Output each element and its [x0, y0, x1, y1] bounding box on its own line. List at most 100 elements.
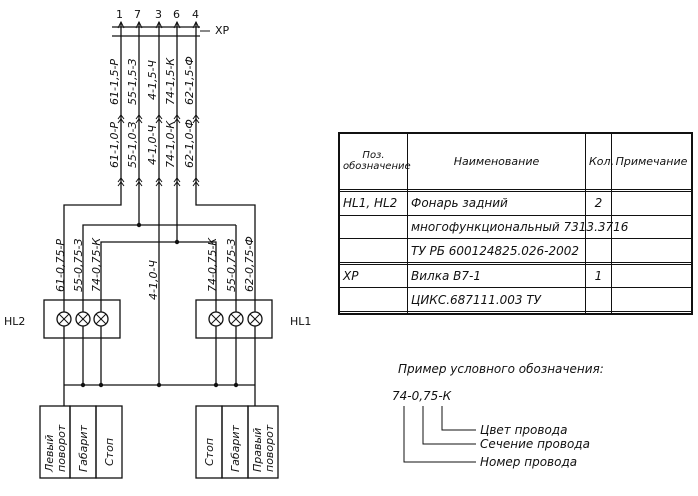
table-row: ТУ РБ 600124825.026-2002	[339, 238, 692, 264]
table-header-row: Поз. обозначение Наименование Кол. Приме…	[339, 132, 692, 191]
connector-pin-numbers: 1 7 3 6 4	[116, 8, 199, 21]
ground-junctions	[80, 382, 239, 388]
plug-chevron	[155, 118, 163, 124]
function-label: Стоп	[103, 438, 116, 466]
wire-label: 4-1,5-Ч	[146, 60, 159, 100]
legend-wire-number: Номер провода	[480, 455, 578, 469]
plug-chevron	[135, 181, 143, 187]
lamp-cross	[230, 313, 242, 325]
cell-qty	[585, 214, 612, 240]
wire-labels-mid: 61-1,0-Р 55-1,0-З 4-1,0-Ч 74-1,0-К 62-1,…	[108, 119, 196, 168]
header-name: Наименование	[407, 132, 586, 191]
connector-wires	[117, 20, 200, 188]
wire-label: 74-0,75-К	[90, 237, 103, 292]
plug-chevron	[155, 181, 163, 187]
function-label: Правыйповорот	[251, 424, 276, 472]
wire-label: 55-0,75-З	[72, 239, 85, 292]
cell-name: ТУ РБ 600124825.026-2002	[407, 238, 586, 264]
wire-label: 62-1,5-Ф	[183, 56, 196, 105]
wire-label: 4-1,0-Ч	[146, 125, 159, 165]
function-boxes-right: Стоп Габарит Правыйповорот	[195, 405, 279, 479]
wire-label: 74-0,75-К	[206, 237, 219, 292]
wire-74	[100, 188, 178, 300]
header-pos: Поз. обозначение	[339, 132, 411, 191]
pin-number: 6	[173, 8, 180, 21]
legend-color: Цвет провода	[480, 423, 568, 437]
plug-chevron	[135, 177, 143, 183]
plug-chevron	[192, 118, 200, 124]
cell-name: Вилка В7-1	[407, 263, 586, 289]
cell-pos	[339, 214, 408, 240]
arrow-head	[155, 20, 163, 29]
wire-labels-top: 61-1,5-Р 55-1,5-З 4-1,5-Ч 74-1,5-К 62-1,…	[108, 56, 196, 105]
lamp-block-hl1	[195, 299, 273, 339]
cell-qty: 2	[585, 191, 612, 216]
lamp-label-hl1: HL1	[290, 315, 311, 328]
cell-name: Фонарь задний	[407, 191, 586, 216]
lamp-symbols	[56, 300, 263, 406]
junction	[80, 382, 86, 388]
lamp-cross	[249, 313, 261, 325]
junction	[174, 239, 180, 245]
connector-label: XP	[215, 24, 230, 37]
example-leaders	[403, 406, 476, 463]
function-label: Габарит	[77, 424, 90, 472]
cell-note	[611, 311, 692, 314]
cell-pos	[339, 238, 408, 264]
plug-chevron	[135, 118, 143, 124]
cell-name: многофункциональный 7313.3716	[407, 214, 628, 240]
table-row: многофункциональный 7313.3716	[339, 214, 692, 240]
cell-name: ЦИКС.687111.003 ТУ	[407, 287, 586, 313]
lamp-cross	[58, 313, 70, 325]
table-row: ЦИКС.687111.003 ТУ	[339, 287, 692, 313]
plug-chevron	[173, 181, 181, 187]
wire-label: 55-1,0-З	[126, 122, 139, 168]
cell-note	[611, 238, 692, 264]
cell-note	[611, 214, 692, 240]
lamp-cross	[210, 313, 222, 325]
pin-number: 1	[116, 8, 123, 21]
lamp-block-hl2	[43, 299, 121, 339]
cell-note	[611, 287, 692, 313]
function-box	[95, 405, 123, 479]
function-boxes-left: Левыйповорот Габарит Стоп	[39, 405, 123, 479]
plug-chevron	[117, 177, 125, 183]
lamp-cross	[77, 313, 89, 325]
cell-pos	[339, 287, 408, 313]
plug-chevron	[117, 118, 125, 124]
leader-cross-section	[422, 406, 476, 445]
harness-lines	[63, 188, 256, 385]
lamp-cross	[95, 313, 107, 325]
plug-chevron	[117, 181, 125, 187]
arrow-head	[117, 20, 125, 29]
junction	[233, 382, 239, 388]
wire-label: 74-1,5-К	[164, 57, 177, 105]
plug-chevron	[117, 114, 125, 120]
example-title: Пример условного обозначения:	[398, 362, 604, 376]
plug-chevron	[192, 177, 200, 183]
junction	[213, 382, 219, 388]
plug-chevron	[173, 118, 181, 124]
arrow-head	[173, 20, 181, 29]
cell-pos: HL1, HL2	[339, 191, 408, 216]
wire-62	[195, 188, 256, 300]
junction	[136, 222, 142, 228]
wire-61	[63, 188, 122, 300]
wire-label: 55-1,5-З	[126, 59, 139, 105]
wire-label: 55-0,75-З	[225, 239, 238, 292]
wire-label: 74-1,0-К	[164, 120, 177, 168]
plug-chevron	[173, 177, 181, 183]
cell-pos	[339, 311, 408, 314]
function-label: Стоп	[203, 438, 216, 466]
leader-wire-number	[403, 406, 476, 463]
specification-table: Поз. обозначение Наименование Кол. Приме…	[338, 132, 693, 315]
wire-label: 4-1,0-Ч	[147, 260, 160, 300]
junction	[98, 382, 104, 388]
example-code: 74-0,75-К	[392, 389, 452, 403]
cell-qty	[585, 287, 612, 313]
function-box	[247, 405, 279, 479]
cell-pos: XP	[339, 263, 408, 289]
legend-cross-section: Сечение провода	[480, 437, 590, 451]
